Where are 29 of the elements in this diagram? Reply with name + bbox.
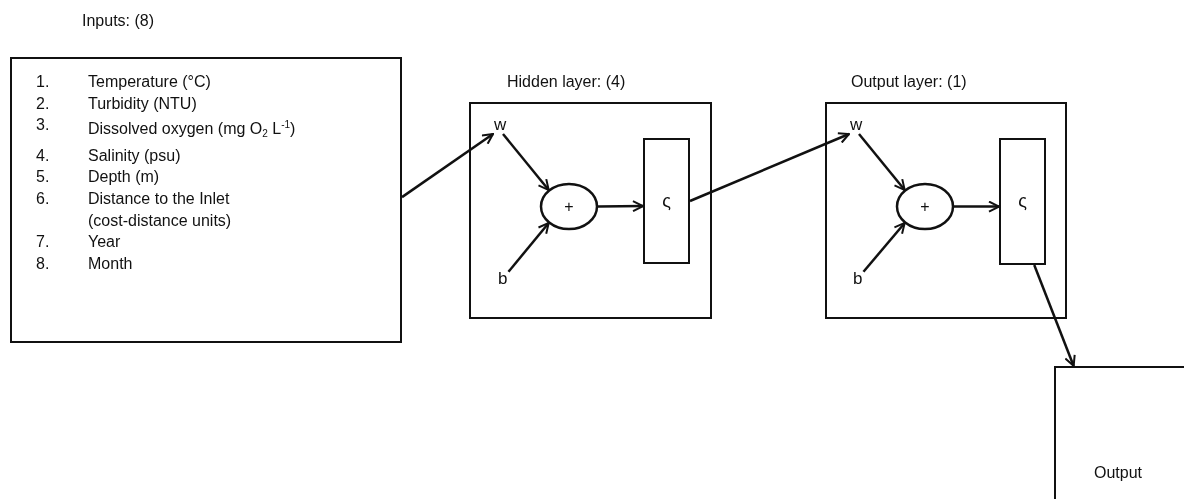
input-list-item: 5. Depth (m) [36,167,161,188]
parameter-label: b [497,270,509,288]
arrow [1033,264,1076,367]
layer-heading: Output layer: (1) [851,72,967,92]
summation-node: + [896,183,954,230]
input-list-item: 6. Distance to the Inlet (cost-distance units) [36,188,233,231]
parameter-label: w [493,116,508,134]
input-list-item: 4. Salinity (psu) [36,145,182,166]
arrow [598,200,644,213]
arrow [502,133,550,192]
arrow [401,132,494,199]
activation-box: ς [643,138,690,264]
layer-heading: Inputs: (8) [82,11,155,31]
output-box: Output [1054,366,1184,499]
input-list-item: 8. Month [36,253,134,274]
arrow [689,132,850,203]
parameter-label: b [852,270,864,288]
input-list-item: 7. Year [36,232,122,253]
parameter-label: w [849,116,864,134]
arrow [862,221,906,273]
arrow [954,200,1000,213]
activation-box: ς [999,138,1046,265]
arrow [858,133,906,192]
layer-heading: Hidden layer: (4) [507,72,626,92]
summation-node: + [540,183,598,230]
input-list-item: 1. Temperature (°C) [36,72,212,92]
input-list-item: 3. Dissolved oxygen (mg O$_{2}$ L$^{-1}$) [36,115,296,142]
arrow [507,221,550,273]
input-list-item: 2. Turbidity (NTU) [36,93,198,114]
